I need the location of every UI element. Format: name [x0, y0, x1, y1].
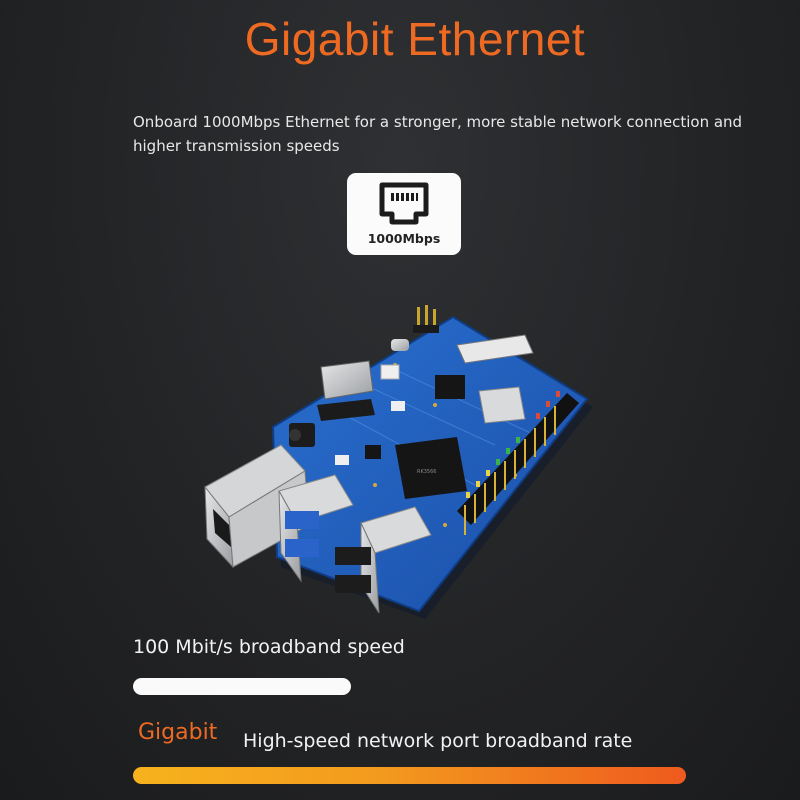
gigabit-highlight: Gigabit [138, 720, 218, 745]
gigabit-speed-label: High-speed network port broadband rate [243, 730, 633, 752]
single-board-computer: RK3566 [204, 305, 593, 619]
ethernet-port-icon [379, 182, 429, 225]
standard-speed-label: 100 Mbit/s broadband speed [133, 636, 405, 658]
speed-badge: 1000Mbps [347, 173, 461, 255]
speed-badge-label: 1000Mbps [367, 231, 441, 246]
gigabit-speed-bar [133, 767, 686, 784]
page-title: Gigabit Ethernet [244, 13, 586, 65]
svg-text:RK3566: RK3566 [417, 469, 436, 475]
standard-speed-bar [133, 678, 351, 695]
feature-description: Onboard 1000Mbps Ethernet for a stronger… [133, 113, 743, 155]
